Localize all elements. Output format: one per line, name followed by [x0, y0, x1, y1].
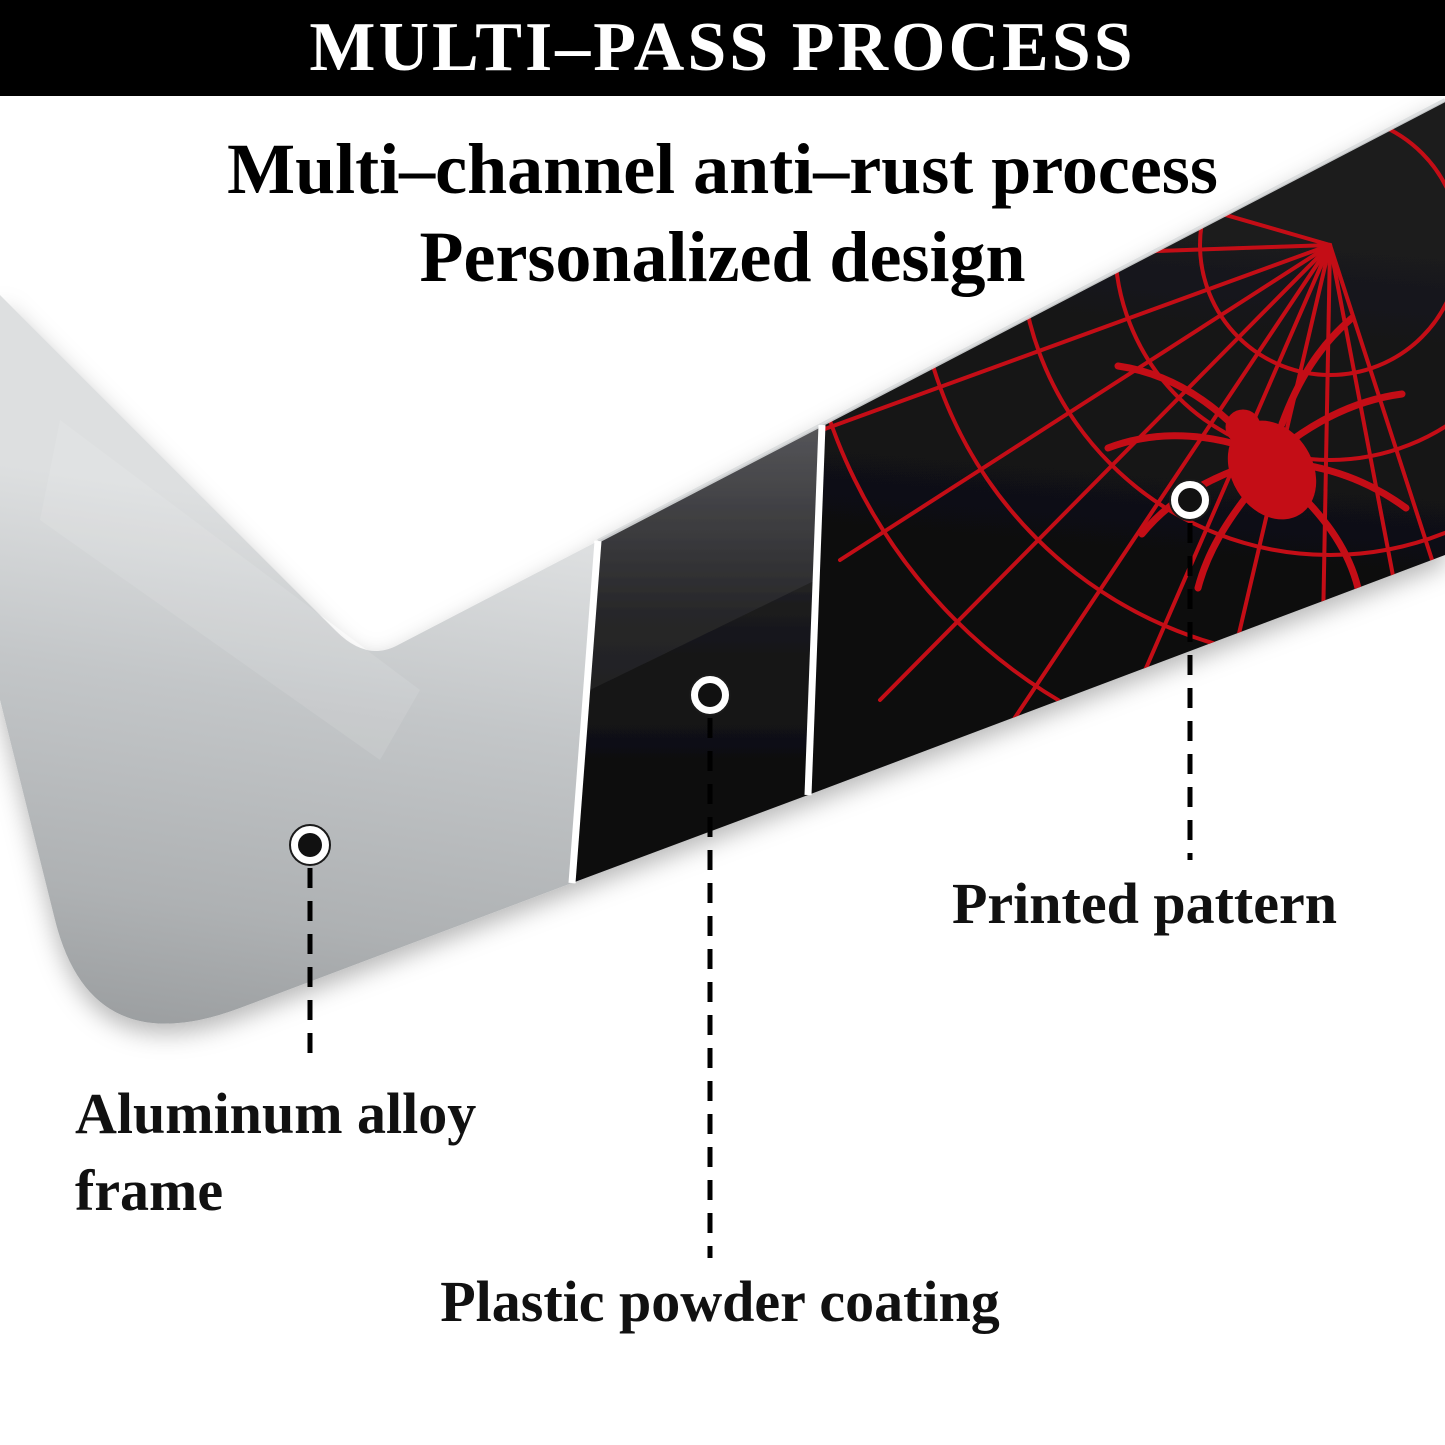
heading-line-2: Personalized design — [419, 216, 1026, 297]
top-edge-highlight — [597, 98, 1445, 543]
banner-title: MULTI–PASS PROCESS — [309, 9, 1136, 86]
callout-dot-aluminum — [289, 824, 331, 866]
heading: Multi–channel anti–rust process Personal… — [0, 126, 1445, 302]
callout-dot-pattern — [1169, 479, 1211, 521]
heading-line-1: Multi–channel anti–rust process — [227, 129, 1218, 209]
coating-gloss — [590, 425, 822, 690]
segment-separator-2 — [804, 424, 826, 796]
callout-dot-coating — [689, 674, 731, 716]
silver-sheen — [40, 420, 420, 760]
banner: MULTI–PASS PROCESS — [0, 0, 1445, 96]
label-printed-pattern: Printed pattern — [952, 871, 1337, 936]
label-aluminum-alloy-frame: Aluminum alloy frame — [75, 1081, 477, 1223]
label-plastic-powder-coating: Plastic powder coating — [440, 1269, 1000, 1334]
callout-dots — [289, 479, 1211, 866]
segment-separator-1 — [568, 540, 602, 884]
callout-lines — [307, 523, 1193, 1258]
frame-body — [0, 98, 1445, 1024]
